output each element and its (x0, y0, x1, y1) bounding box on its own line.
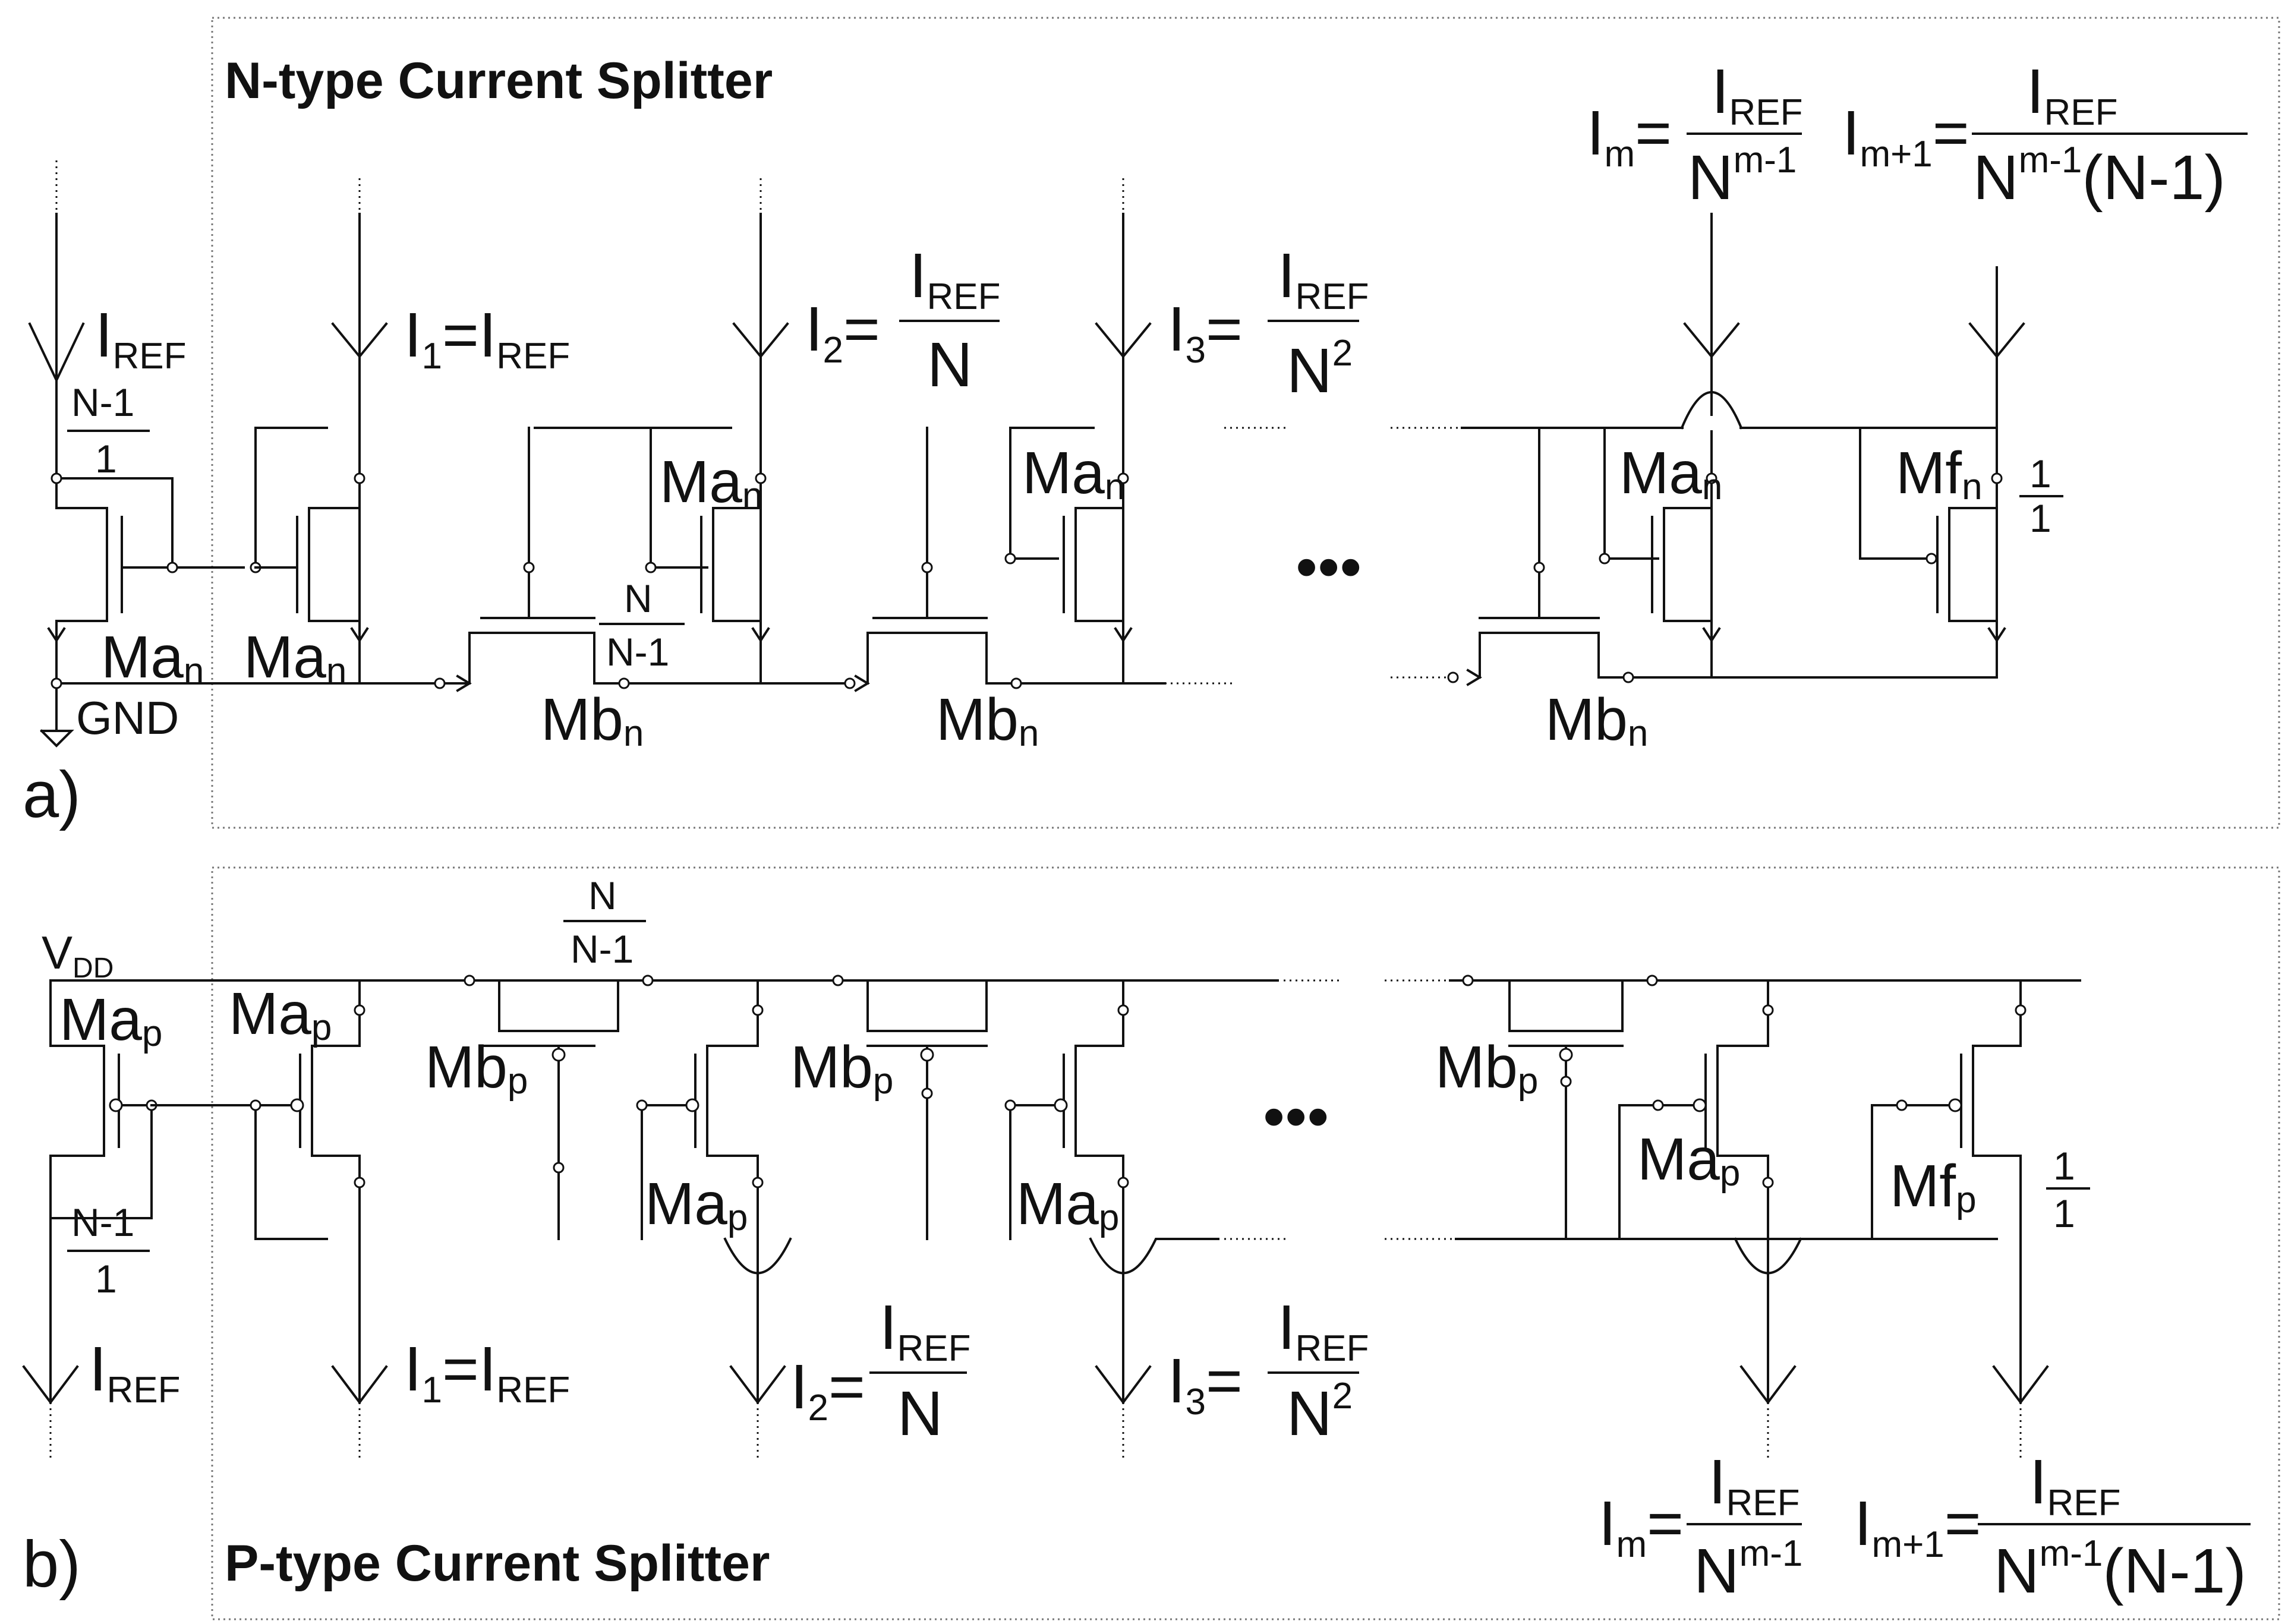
i2-den-b: N (897, 1379, 943, 1449)
i3-label-b: I3= (1168, 1346, 1243, 1423)
panel-a-title: N-type Current Splitter (225, 52, 773, 109)
im1-label: Im+1= (1842, 98, 1969, 175)
iref-label-b: IREF (89, 1334, 180, 1411)
i2-label-b: I2= (790, 1352, 865, 1429)
ma-stage2-label: Man (660, 449, 762, 516)
mbp-stage1-label: Mbp (425, 1034, 528, 1102)
gnd-icon (40, 729, 74, 748)
ma-stage1-label: Man (244, 624, 346, 692)
i1-label-b: I1=IREF (404, 1334, 570, 1411)
panel-a-tag: a) (23, 758, 81, 831)
i2-num: IREF (909, 241, 1000, 317)
iref-arrow-icon (28, 322, 85, 383)
ratio-mb-num-b: N (588, 874, 617, 917)
i2-num-b: IREF (880, 1292, 970, 1369)
panel-a-frame (211, 17, 2280, 829)
iref-label: IREF (95, 300, 186, 377)
i3-label: I3= (1168, 294, 1243, 371)
im1-num-b: IREF (2029, 1447, 2120, 1524)
im-den-b: Nm-1 (1694, 1533, 1802, 1606)
im-num: IREF (1712, 56, 1802, 133)
map-stage3-label: Map (1016, 1171, 1119, 1238)
continuation-dots-b: ••• (1263, 1081, 1329, 1152)
mf-label: Mfn (1896, 440, 1983, 507)
im-den: Nm-1 (1688, 140, 1797, 213)
mbp-stage2-label: Mbp (790, 1034, 893, 1102)
im1-label-b: Im+1= (1854, 1489, 1981, 1565)
map-stagem-label: Map (1637, 1126, 1740, 1194)
ratio-in-den-b: 1 (95, 1257, 117, 1301)
i2-den: N (927, 330, 973, 400)
ratio-in-den: 1 (95, 437, 117, 481)
ma-input-transistor (55, 477, 108, 685)
i3-num: IREF (1278, 241, 1369, 317)
ratio-mb-den-b: N-1 (571, 927, 634, 971)
im1-den: Nm-1(N-1) (1973, 140, 2226, 213)
ma-stagem-label: Man (1619, 440, 1722, 507)
im-label-b: Im= (1599, 1489, 1684, 1565)
gnd-label: GND (76, 692, 179, 744)
map-stage1-label: Map (229, 980, 332, 1048)
ratio-in-num: N-1 (71, 380, 134, 424)
im-label: Im= (1587, 98, 1672, 175)
i2-label: I2= (805, 294, 880, 371)
panel-b-frame (211, 866, 2280, 1620)
im-num-b: IREF (1709, 1447, 1799, 1524)
mb-stage2-label: Mbn (936, 686, 1039, 754)
panel-b-tag: b) (23, 1528, 81, 1601)
map-input-label: Map (59, 986, 162, 1054)
ratio-f-den: 1 (2029, 496, 2051, 540)
i3-den: N2 (1287, 333, 1353, 406)
vdd-label: VDD (42, 926, 114, 984)
i1-label: I1=IREF (404, 300, 570, 377)
ratio-f-den-b: 1 (2053, 1191, 2075, 1235)
ratio-f-num-b: 1 (2053, 1144, 2075, 1188)
ratio-in-num-b: N-1 (71, 1200, 134, 1244)
ratio-mb-den: N-1 (606, 630, 669, 674)
mfp-label: Mfp (1890, 1153, 1977, 1221)
ratio-f-num: 1 (2029, 452, 2051, 496)
ratio-mb-num: N (624, 576, 653, 620)
im1-num: IREF (2027, 56, 2117, 133)
i3-num-b: IREF (1278, 1292, 1369, 1369)
gate-bus-a (254, 427, 328, 569)
map-stage2-label: Map (645, 1171, 748, 1238)
ma-stage3-label: Man (1022, 440, 1125, 507)
i3-den-b: N2 (1287, 1376, 1353, 1449)
mbp-stagem-label: Mbp (1435, 1034, 1538, 1102)
panel-b-title: P-type Current Splitter (225, 1535, 770, 1592)
iref-out-arrow-icon (22, 1365, 79, 1405)
mb-stagem-label: Mbn (1545, 686, 1648, 754)
panel-b-ptype: P-type Current Splitter b) VDD Map N-1 1… (22, 866, 2280, 1620)
panel-a-ntype: N-type Current Splitter a) IREF N-1 1 Ma… (23, 17, 2280, 831)
im1-den-b: Nm-1(N-1) (1994, 1533, 2246, 1606)
ma-input-label: Man (101, 624, 204, 692)
continuation-dots: ••• (1296, 532, 1362, 602)
mb-stage1-label: Mbn (541, 686, 644, 754)
